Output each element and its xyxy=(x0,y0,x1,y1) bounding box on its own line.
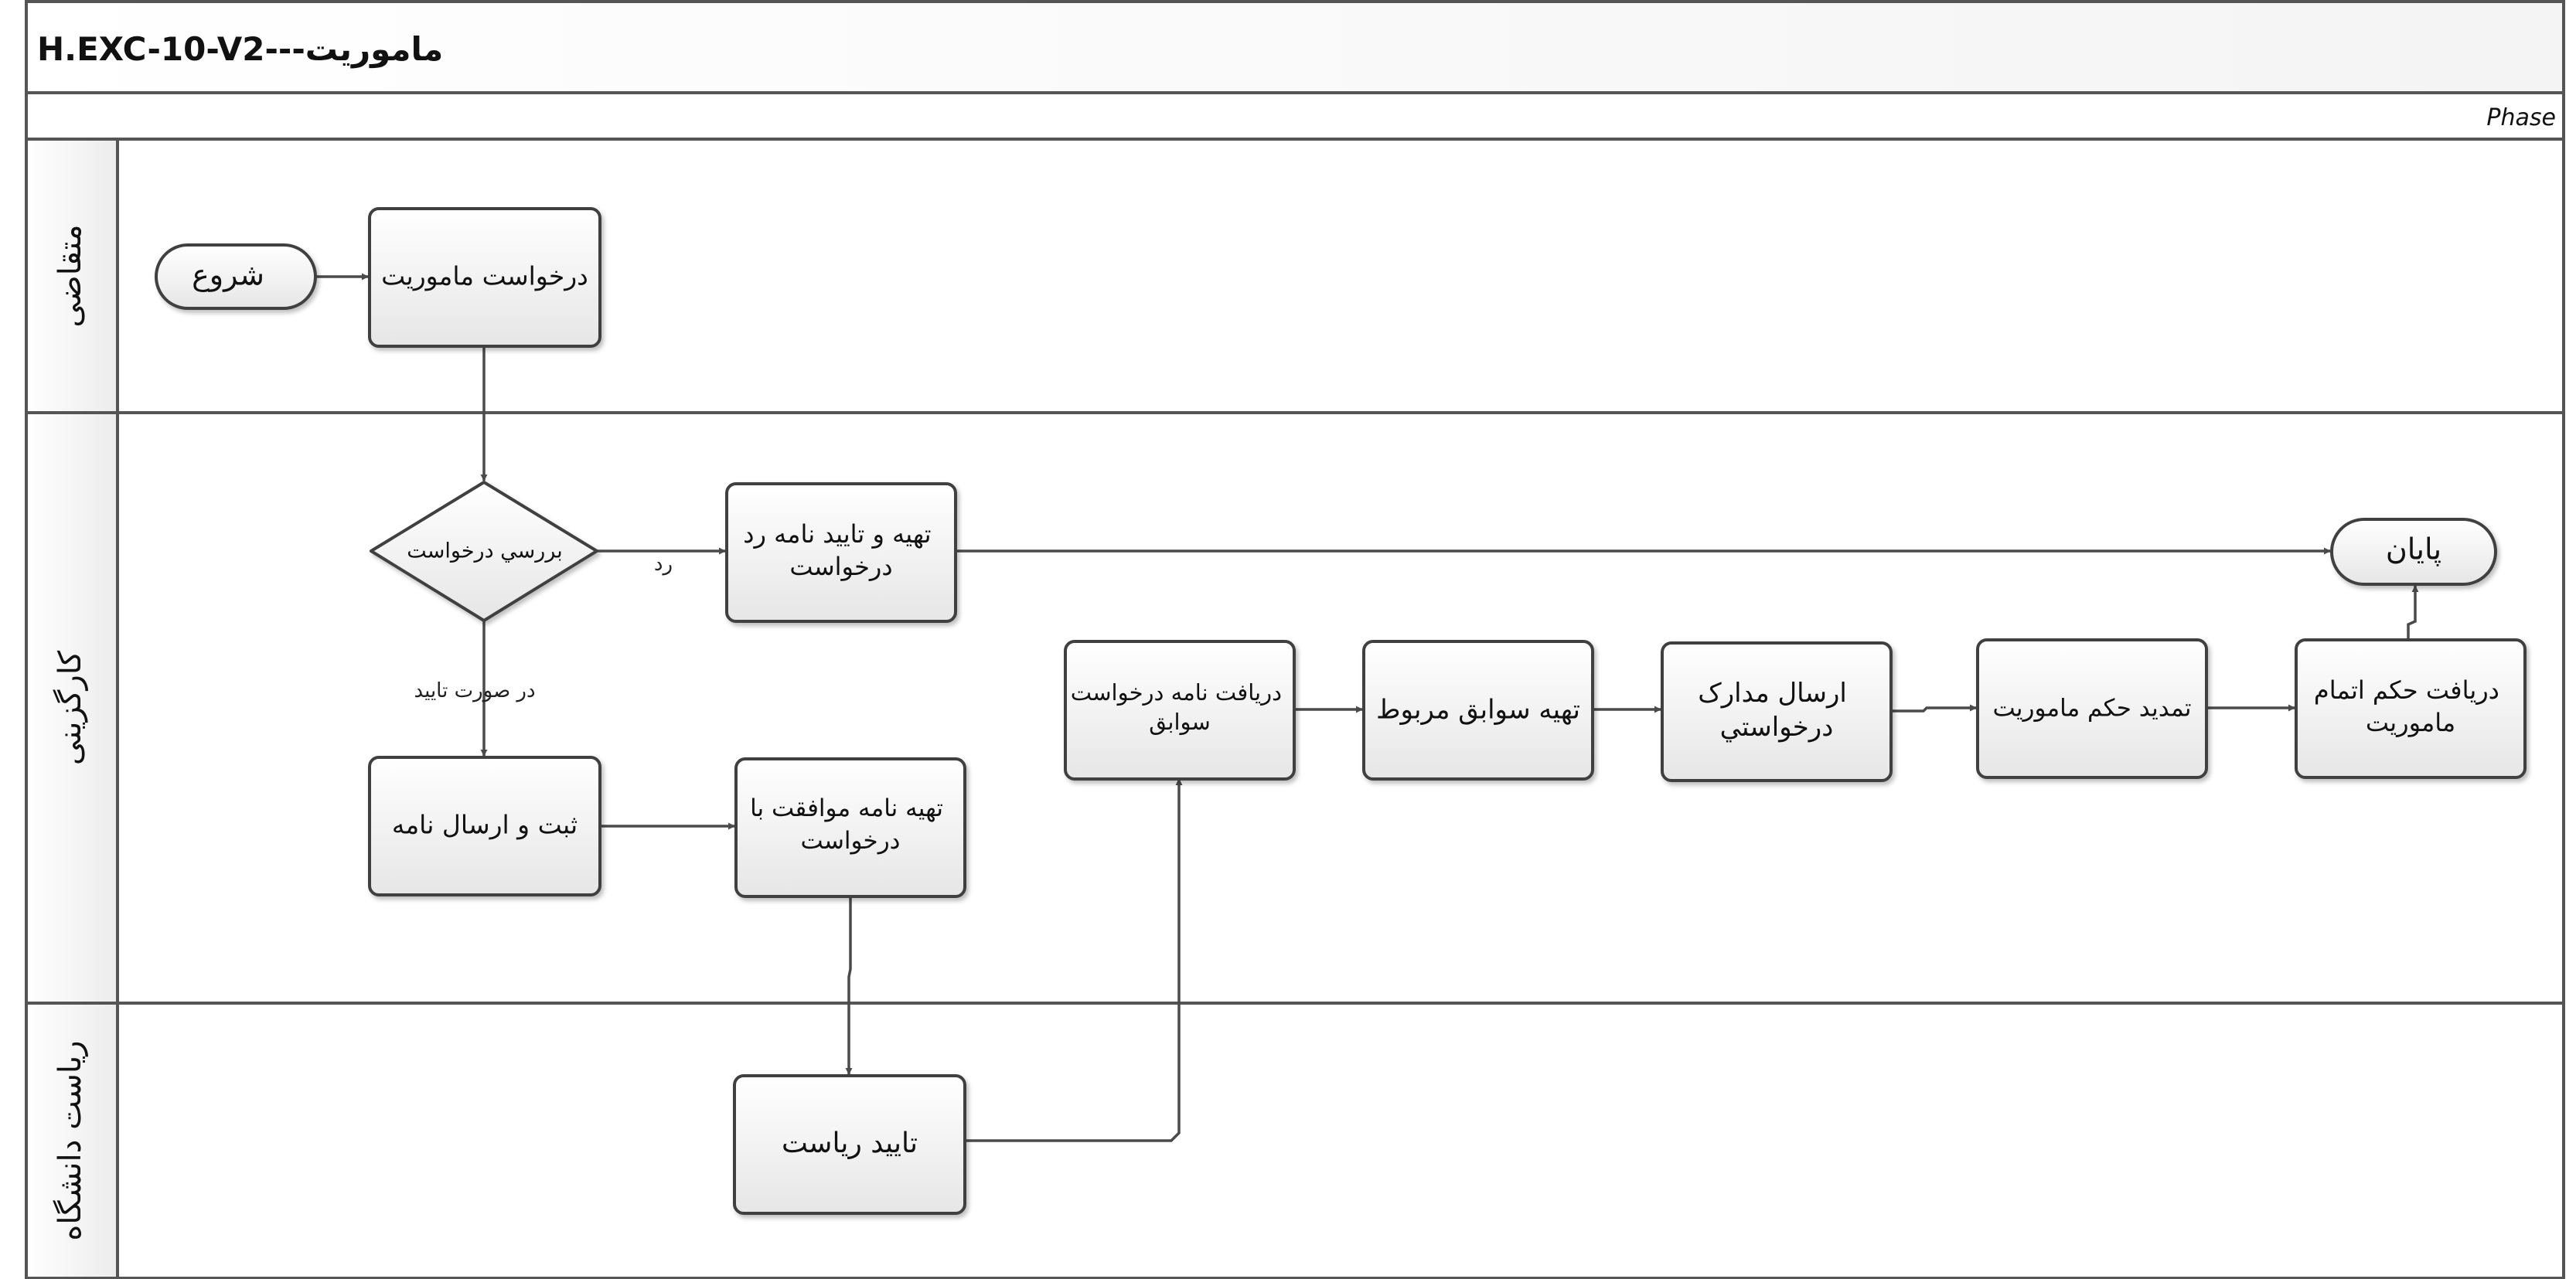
edge-label-reject: رد xyxy=(654,553,673,576)
lane-president: ریاست دانشگاه xyxy=(25,1002,2565,1279)
process-send-docs-line1: ارسال مدارک xyxy=(1698,678,1847,709)
page-title: H.EXC-10-V2---ماموریت xyxy=(37,30,443,69)
process-send-docs-label: ارسال مدارک درخواستي xyxy=(1698,678,1855,743)
decision-review xyxy=(370,481,598,622)
arrow-send-to-extend xyxy=(1891,704,1977,713)
process-approve-letter-line2: درخواست xyxy=(801,827,901,855)
process-receive-records-letter-line2: سوابق xyxy=(1149,709,1211,735)
process-receive-finish xyxy=(2295,638,2527,779)
process-president-approve xyxy=(733,1074,966,1215)
edge-label-approve: در صورت تایید xyxy=(414,679,535,702)
process-send-docs xyxy=(1661,641,1893,782)
end-terminator xyxy=(2330,518,2497,586)
process-approve-letter-label: تهیه نامه موافقت با درخواست xyxy=(750,794,951,855)
arrow-president-to-receive xyxy=(965,778,1183,1142)
process-reject-letter-line2: درخواست xyxy=(789,552,892,581)
decision-review-label: بررسي درخواست xyxy=(407,539,563,563)
lane-label-president: ریاست دانشگاه xyxy=(53,1040,88,1240)
process-extend-order xyxy=(1976,638,2208,779)
process-register-send-label: ثبت و ارسال نامه xyxy=(392,810,578,840)
process-reject-letter xyxy=(725,482,957,623)
arrow-finish-to-end xyxy=(2407,585,2419,638)
process-extend-order-label: تمدید حکم ماموریت xyxy=(1992,695,2191,723)
process-reject-letter-line1: تهیه و تایید نامه رد xyxy=(743,519,931,549)
end-label: پایان xyxy=(2386,532,2441,566)
process-request xyxy=(368,207,601,348)
process-receive-finish-line2: ماموریت xyxy=(2366,708,2455,737)
lane-label-requester: متقاضی xyxy=(53,224,88,327)
lane-label-staff: کارگزینی xyxy=(53,650,88,765)
process-receive-records-letter-line1: دریافت نامه درخواست xyxy=(1071,679,1282,706)
phase-band xyxy=(25,91,2565,141)
start-terminator xyxy=(155,243,317,310)
process-president-approve-label: تایید ریاست xyxy=(782,1128,918,1159)
process-receive-records-letter xyxy=(1064,640,1296,781)
arrow-approve-to-president xyxy=(845,896,853,1075)
process-prepare-records-label: تهیه سوابق مربوط xyxy=(1376,695,1580,726)
title-band xyxy=(25,0,2565,94)
phase-label: Phase xyxy=(2486,104,2556,131)
connectors xyxy=(315,273,2419,1142)
lane-header-president xyxy=(25,1002,119,1279)
start-label: شروع xyxy=(192,258,264,293)
process-register-send xyxy=(368,756,601,896)
process-prepare-records xyxy=(1362,640,1594,781)
process-receive-records-letter-label: دریافت نامه درخواست سوابق xyxy=(1071,679,1289,735)
process-reject-letter-label: تهیه و تایید نامه رد درخواست xyxy=(743,519,939,581)
process-receive-finish-label: دریافت حکم اتمام ماموریت xyxy=(2314,675,2507,737)
process-approve-letter-line1: تهیه نامه موافقت با xyxy=(750,794,943,822)
process-approve-letter xyxy=(734,757,966,898)
process-receive-finish-line1: دریافت حکم اتمام xyxy=(2314,675,2499,705)
process-request-label: درخواست ماموریت xyxy=(381,261,588,291)
process-send-docs-line2: درخواستي xyxy=(1720,712,1834,743)
